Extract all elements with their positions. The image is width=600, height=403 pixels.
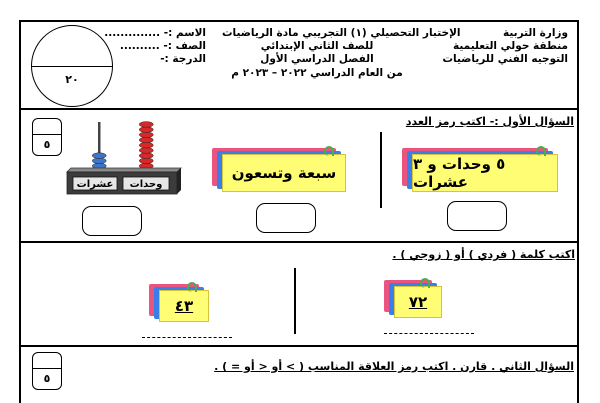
card-text: سبعة وتسعون xyxy=(231,164,337,182)
q1-divider xyxy=(380,132,382,208)
abacus-base-top xyxy=(66,167,182,173)
card-clip xyxy=(536,146,546,156)
region-name: منطقة حولي التعليمية xyxy=(453,40,568,52)
name-label: الاسم :- .............. xyxy=(104,27,206,39)
card-front: سبعة وتسعون xyxy=(222,154,346,192)
abacus-bead xyxy=(139,136,154,144)
supervision-name: التوجيه الفني للرياضيات xyxy=(442,53,568,65)
abacus xyxy=(66,121,182,195)
abacus-bead xyxy=(92,152,107,159)
card-clip xyxy=(420,278,430,288)
total-score: ٢٠ xyxy=(65,73,79,86)
abacus-bead xyxy=(139,157,154,164)
abacus-bead xyxy=(92,157,107,164)
score-label: الدرجة :- xyxy=(160,53,206,65)
answer-line-left[interactable] xyxy=(142,337,232,338)
card-forty-three: ٤٣ xyxy=(149,282,209,322)
abacus-tens-label: عشرات xyxy=(76,179,114,190)
card-text: ٤٣ xyxy=(174,297,194,315)
abacus-bead xyxy=(139,152,154,159)
card-front: ٤٣ xyxy=(159,290,209,322)
card-front: ٧٢ xyxy=(394,286,442,318)
term-line: الفصل الدراسي الأول xyxy=(260,53,374,65)
exam-frame xyxy=(19,20,579,403)
abacus-bead xyxy=(139,142,154,149)
q2-title: السؤال الثاني . قارن . اكتب رمز العلاقة … xyxy=(214,360,574,373)
grade-line: للصف الثاني الإبتدائي xyxy=(260,40,374,52)
total-score-circle: ٢٠ xyxy=(31,25,113,107)
abacus-bead xyxy=(139,131,154,138)
abacus-rod-tens xyxy=(98,122,101,172)
answer-box-abacus[interactable] xyxy=(82,206,142,236)
card-clip xyxy=(187,282,197,292)
answer-line-right[interactable] xyxy=(384,333,474,334)
ministry-name: وزارة التربية xyxy=(502,27,568,39)
answer-box-right[interactable] xyxy=(447,201,507,231)
q1-title: السؤال الأول :- اكتب رمز العدد xyxy=(405,115,574,128)
abacus-tens-label-box xyxy=(72,176,118,191)
card-clip xyxy=(324,146,334,156)
card-front: ٥ وحدات و ٣ عشرات xyxy=(412,154,558,192)
card-seventy-two: ٧٢ xyxy=(384,278,442,318)
odd-even-title: اكتب كلمة ( فردي ) أو ( زوجي ) . xyxy=(392,248,575,261)
abacus-tens-beads xyxy=(92,152,107,170)
abacus-units-label-box xyxy=(122,176,170,191)
year-line: من العام الدراسي ٢٠٢٢ – ٢٠٢٣ م xyxy=(231,67,403,79)
header-divider xyxy=(19,108,579,110)
exam-title: الإختبار التحصيلي (١) التجريبي مادة الري… xyxy=(222,27,461,39)
q2-score-box: ٥ xyxy=(32,352,62,390)
abacus-base-side xyxy=(177,168,181,194)
abacus-units-beads xyxy=(139,121,154,170)
score-divider xyxy=(32,66,112,67)
answer-box-middle[interactable] xyxy=(256,203,316,233)
abacus-bead xyxy=(139,147,154,154)
abacus-units-label: وحدات xyxy=(129,179,163,190)
score-divider xyxy=(33,368,61,369)
class-label: الصف :- .......... xyxy=(119,40,206,52)
odd-even-divider xyxy=(294,268,296,334)
abacus-bead xyxy=(139,126,154,133)
card-text: ٥ وحدات و ٣ عشرات xyxy=(413,155,506,191)
q2-score: ٥ xyxy=(43,372,51,385)
q1-score: ٥ xyxy=(43,138,51,151)
card-ninety-seven: سبعة وتسعون xyxy=(212,146,346,192)
card-text: ٧٢ xyxy=(408,293,428,311)
odd-even-bottom-divider xyxy=(19,345,579,347)
q1-bottom-divider xyxy=(19,241,579,243)
q1-score-box: ٥ xyxy=(32,118,62,156)
score-divider xyxy=(33,134,61,135)
card-units-tens: ٥ وحدات و ٣ عشرات xyxy=(402,146,558,192)
abacus-bead xyxy=(139,121,154,128)
